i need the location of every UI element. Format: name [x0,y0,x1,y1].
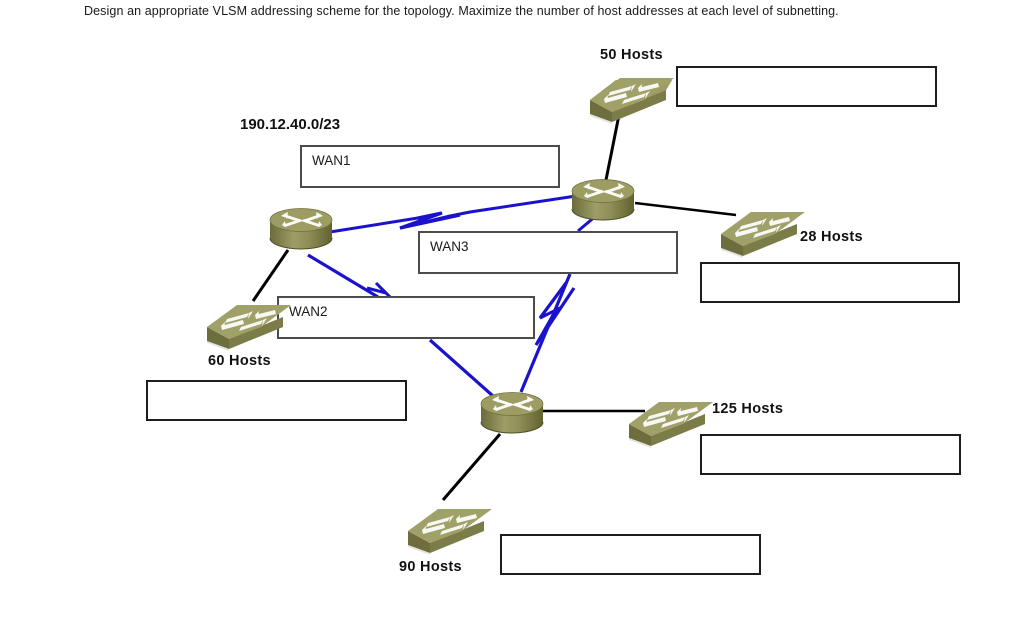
page-title: Design an appropriate VLSM addressing sc… [84,4,839,18]
switch-icon-lan-90[interactable] [404,497,492,555]
wan2-answer-box[interactable]: WAN2 [277,296,535,339]
wan3-answer-box[interactable]: WAN3 [418,231,678,274]
link-top-router-to-28host-switch [634,201,737,217]
serial-link-wan2-lower [428,338,495,398]
wan2-label: WAN2 [289,304,328,319]
router-icon-left[interactable] [268,206,334,258]
switch-icon [629,402,713,448]
serial-link-wan2-upper [307,253,379,299]
router-icon-top[interactable] [570,177,636,229]
wan1-label: WAN1 [312,153,351,168]
router-icon [269,208,333,250]
lan-60-hosts-label: 60 Hosts [208,353,271,369]
switch-icon [590,78,674,124]
link-top-router-to-50host-switch [603,109,622,186]
lan-90-hosts-label: 90 Hosts [399,559,462,575]
switch-icon-lan-28[interactable] [717,200,805,258]
switch-icon-lan-50[interactable] [586,66,674,124]
lan-28-answer-box[interactable] [700,262,960,303]
lightning-bolt-icon-wan3 [534,282,576,346]
wan3-label: WAN3 [430,239,469,254]
lightning-bolt-icon-wan2 [366,281,394,301]
router-icon [571,179,635,221]
switch-icon-lan-60[interactable] [203,293,291,351]
lightning-bolt-icon-wan1 [399,211,461,230]
link-left-router-to-60host-switch [251,249,290,302]
lan-50-hosts-label: 50 Hosts [600,47,663,63]
switch-icon-lan-125[interactable] [625,390,713,448]
switch-icon [207,305,291,351]
switch-icon [721,212,805,258]
link-bottom-router-to-90host-switch [441,433,502,501]
wan1-answer-box[interactable]: WAN1 [300,145,560,188]
lan-28-hosts-label: 28 Hosts [800,229,863,245]
ethernet-links [251,109,737,501]
lan-125-hosts-label: 125 Hosts [712,401,784,417]
router-icon-bottom[interactable] [479,390,545,442]
serial-link-wan1 [329,194,577,234]
lan-50-answer-box[interactable] [676,66,937,107]
lan-90-answer-box[interactable] [500,534,761,575]
router-icon [480,392,544,434]
switch-icon [408,509,492,555]
network-address-label: 190.12.40.0/23 [240,116,341,133]
lan-60-answer-box[interactable] [146,380,407,421]
lan-125-answer-box[interactable] [700,434,961,475]
